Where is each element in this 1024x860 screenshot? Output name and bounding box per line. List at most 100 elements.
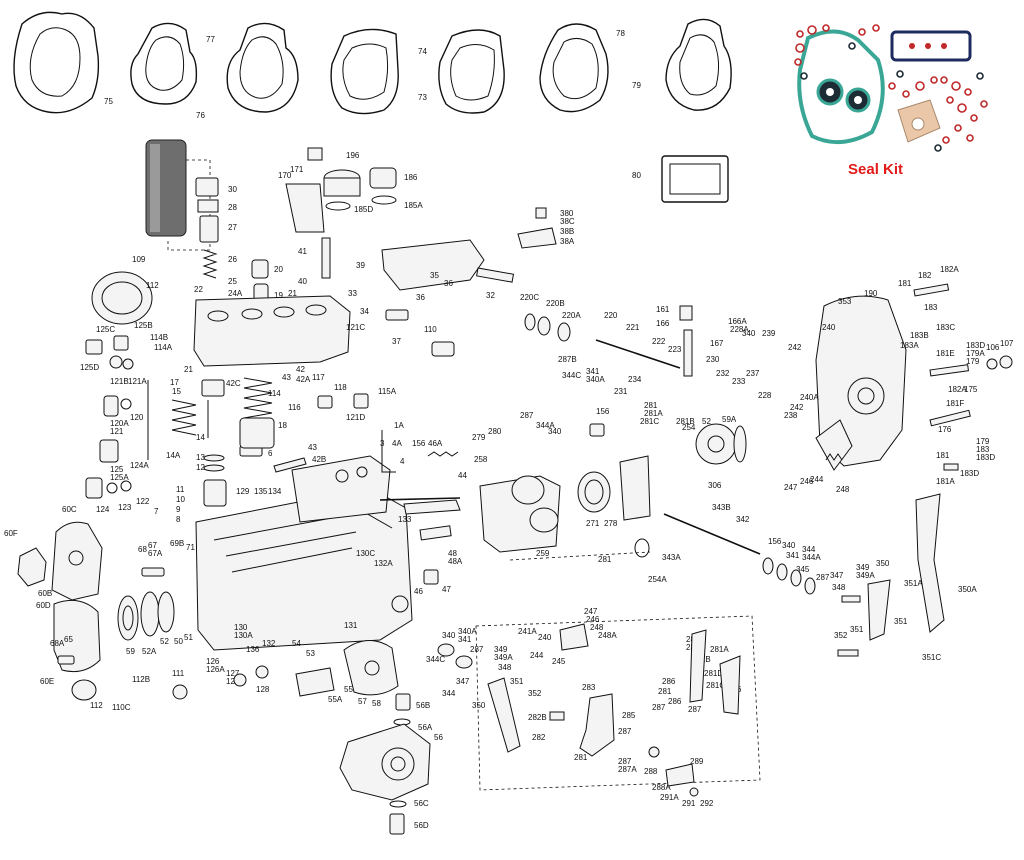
- label-18: 18: [278, 421, 287, 430]
- gasket-75: [13, 11, 100, 114]
- label-156b: 156: [596, 407, 610, 416]
- label-60e: 60E: [40, 677, 54, 686]
- label-36: 36: [444, 279, 453, 288]
- label-126a: 126A: [206, 665, 225, 674]
- label-287d: 287: [470, 645, 484, 654]
- label-34: 34: [360, 307, 369, 316]
- label-222: 222: [652, 337, 666, 346]
- label-170: 170: [278, 171, 292, 180]
- label-71: 71: [186, 543, 195, 552]
- label-47: 47: [442, 585, 451, 594]
- label-349a: 349A: [856, 571, 875, 580]
- label-351b: 351: [894, 617, 908, 626]
- label-107: 107: [1000, 339, 1014, 348]
- label-41: 41: [298, 247, 307, 256]
- label-239: 239: [762, 329, 776, 338]
- label-38b: 38B: [560, 227, 574, 236]
- label-7: 7: [154, 507, 159, 516]
- label-125a: 125A: [110, 473, 129, 482]
- label-259: 259: [536, 549, 550, 558]
- label-67: 67: [148, 541, 157, 550]
- label-353: 353: [838, 297, 852, 306]
- label-344b: 344: [442, 689, 456, 698]
- label-110c: 110C: [112, 703, 131, 712]
- label-286: 286: [662, 677, 676, 686]
- label-351: 351: [850, 625, 864, 634]
- label-283: 283: [582, 683, 596, 692]
- label-242b: 242: [790, 403, 804, 412]
- gasket-79: [665, 18, 732, 111]
- label-15: 15: [172, 387, 181, 396]
- gasket-74: [438, 29, 505, 114]
- pump-body: 1A 3 4A 4 156 46A 43 42B 44 133 129 135 …: [195, 421, 467, 651]
- seal-kit-title: Seal Kit: [848, 161, 903, 178]
- label-42c: 42C: [226, 379, 241, 388]
- label-223: 223: [668, 345, 682, 354]
- label-27: 27: [228, 223, 237, 232]
- label-286b: 286: [668, 697, 682, 706]
- label-287i: 287: [688, 705, 702, 714]
- label-281b: 281B: [676, 417, 695, 426]
- label-74: 74: [418, 47, 427, 56]
- label-285: 285: [622, 711, 636, 720]
- label-183d3: 183D: [960, 469, 979, 478]
- label-352b: 352: [528, 689, 542, 698]
- label-291: 291: [682, 799, 696, 808]
- label-121d: 121D: [346, 413, 365, 422]
- label-35: 35: [430, 271, 439, 280]
- label-167: 167: [710, 339, 724, 348]
- label-281a2: 281A: [710, 645, 729, 654]
- label-238: 238: [784, 411, 798, 420]
- label-340: 340: [742, 329, 756, 338]
- label-292: 292: [700, 799, 714, 808]
- label-121c: 121C: [346, 323, 365, 332]
- label-56c: 56C: [414, 799, 429, 808]
- label-112b2: 112: [90, 701, 103, 710]
- label-281: 281: [644, 401, 658, 410]
- label-36b: 36: [416, 293, 425, 302]
- label-343b: 343B: [712, 503, 731, 512]
- label-121: 121: [110, 427, 124, 436]
- label-132: 132: [262, 639, 276, 648]
- label-1a: 1A: [394, 421, 404, 430]
- label-20: 20: [274, 265, 283, 274]
- label-254: 254: [682, 423, 696, 432]
- label-115a: 115A: [378, 387, 397, 396]
- label-59a: 59A: [722, 415, 737, 424]
- head-block: [193, 295, 351, 367]
- linkage-group: 340 340A 341 344C 287 349 349A 348 347 3…: [426, 607, 761, 808]
- seal-kit-gasket: [797, 29, 885, 145]
- label-288: 288: [644, 767, 658, 776]
- label-9: 9: [176, 505, 181, 514]
- label-281e: 281: [574, 753, 588, 762]
- label-46: 46: [414, 587, 423, 596]
- label-125d: 125D: [80, 363, 99, 372]
- label-380: 380: [560, 209, 574, 218]
- label-42a: 42A: [296, 375, 311, 384]
- label-19: 19: [274, 291, 283, 300]
- label-175: 175: [964, 385, 978, 394]
- label-117: 117: [312, 373, 325, 382]
- label-30: 30: [228, 185, 237, 194]
- label-25: 25: [228, 277, 237, 286]
- label-156c: 156: [768, 537, 782, 546]
- label-52a: 52A: [142, 647, 157, 656]
- label-341: 341: [586, 367, 600, 376]
- label-161: 161: [656, 305, 670, 314]
- gasket-row: 75 76 77 73 74 78 79 80: [13, 11, 732, 203]
- label-183d: 183D: [966, 341, 985, 350]
- label-183c: 183C: [936, 323, 955, 332]
- label-221: 221: [626, 323, 640, 332]
- label-282: 282: [532, 733, 546, 742]
- label-60f: 60F: [4, 529, 18, 538]
- label-181: 181: [898, 279, 912, 288]
- label-156: 156: [412, 439, 426, 448]
- label-54: 54: [292, 639, 301, 648]
- label-24a: 24A: [228, 289, 243, 298]
- label-40: 40: [298, 277, 307, 286]
- label-228a: 228A: [730, 325, 749, 334]
- label-110: 110: [424, 325, 437, 334]
- governor-shaft-group: 220C 220B 220A 220 221 161 166 166A 228A…: [472, 293, 804, 564]
- label-344a: 344A: [536, 421, 555, 430]
- label-281b2: 281: [598, 555, 612, 564]
